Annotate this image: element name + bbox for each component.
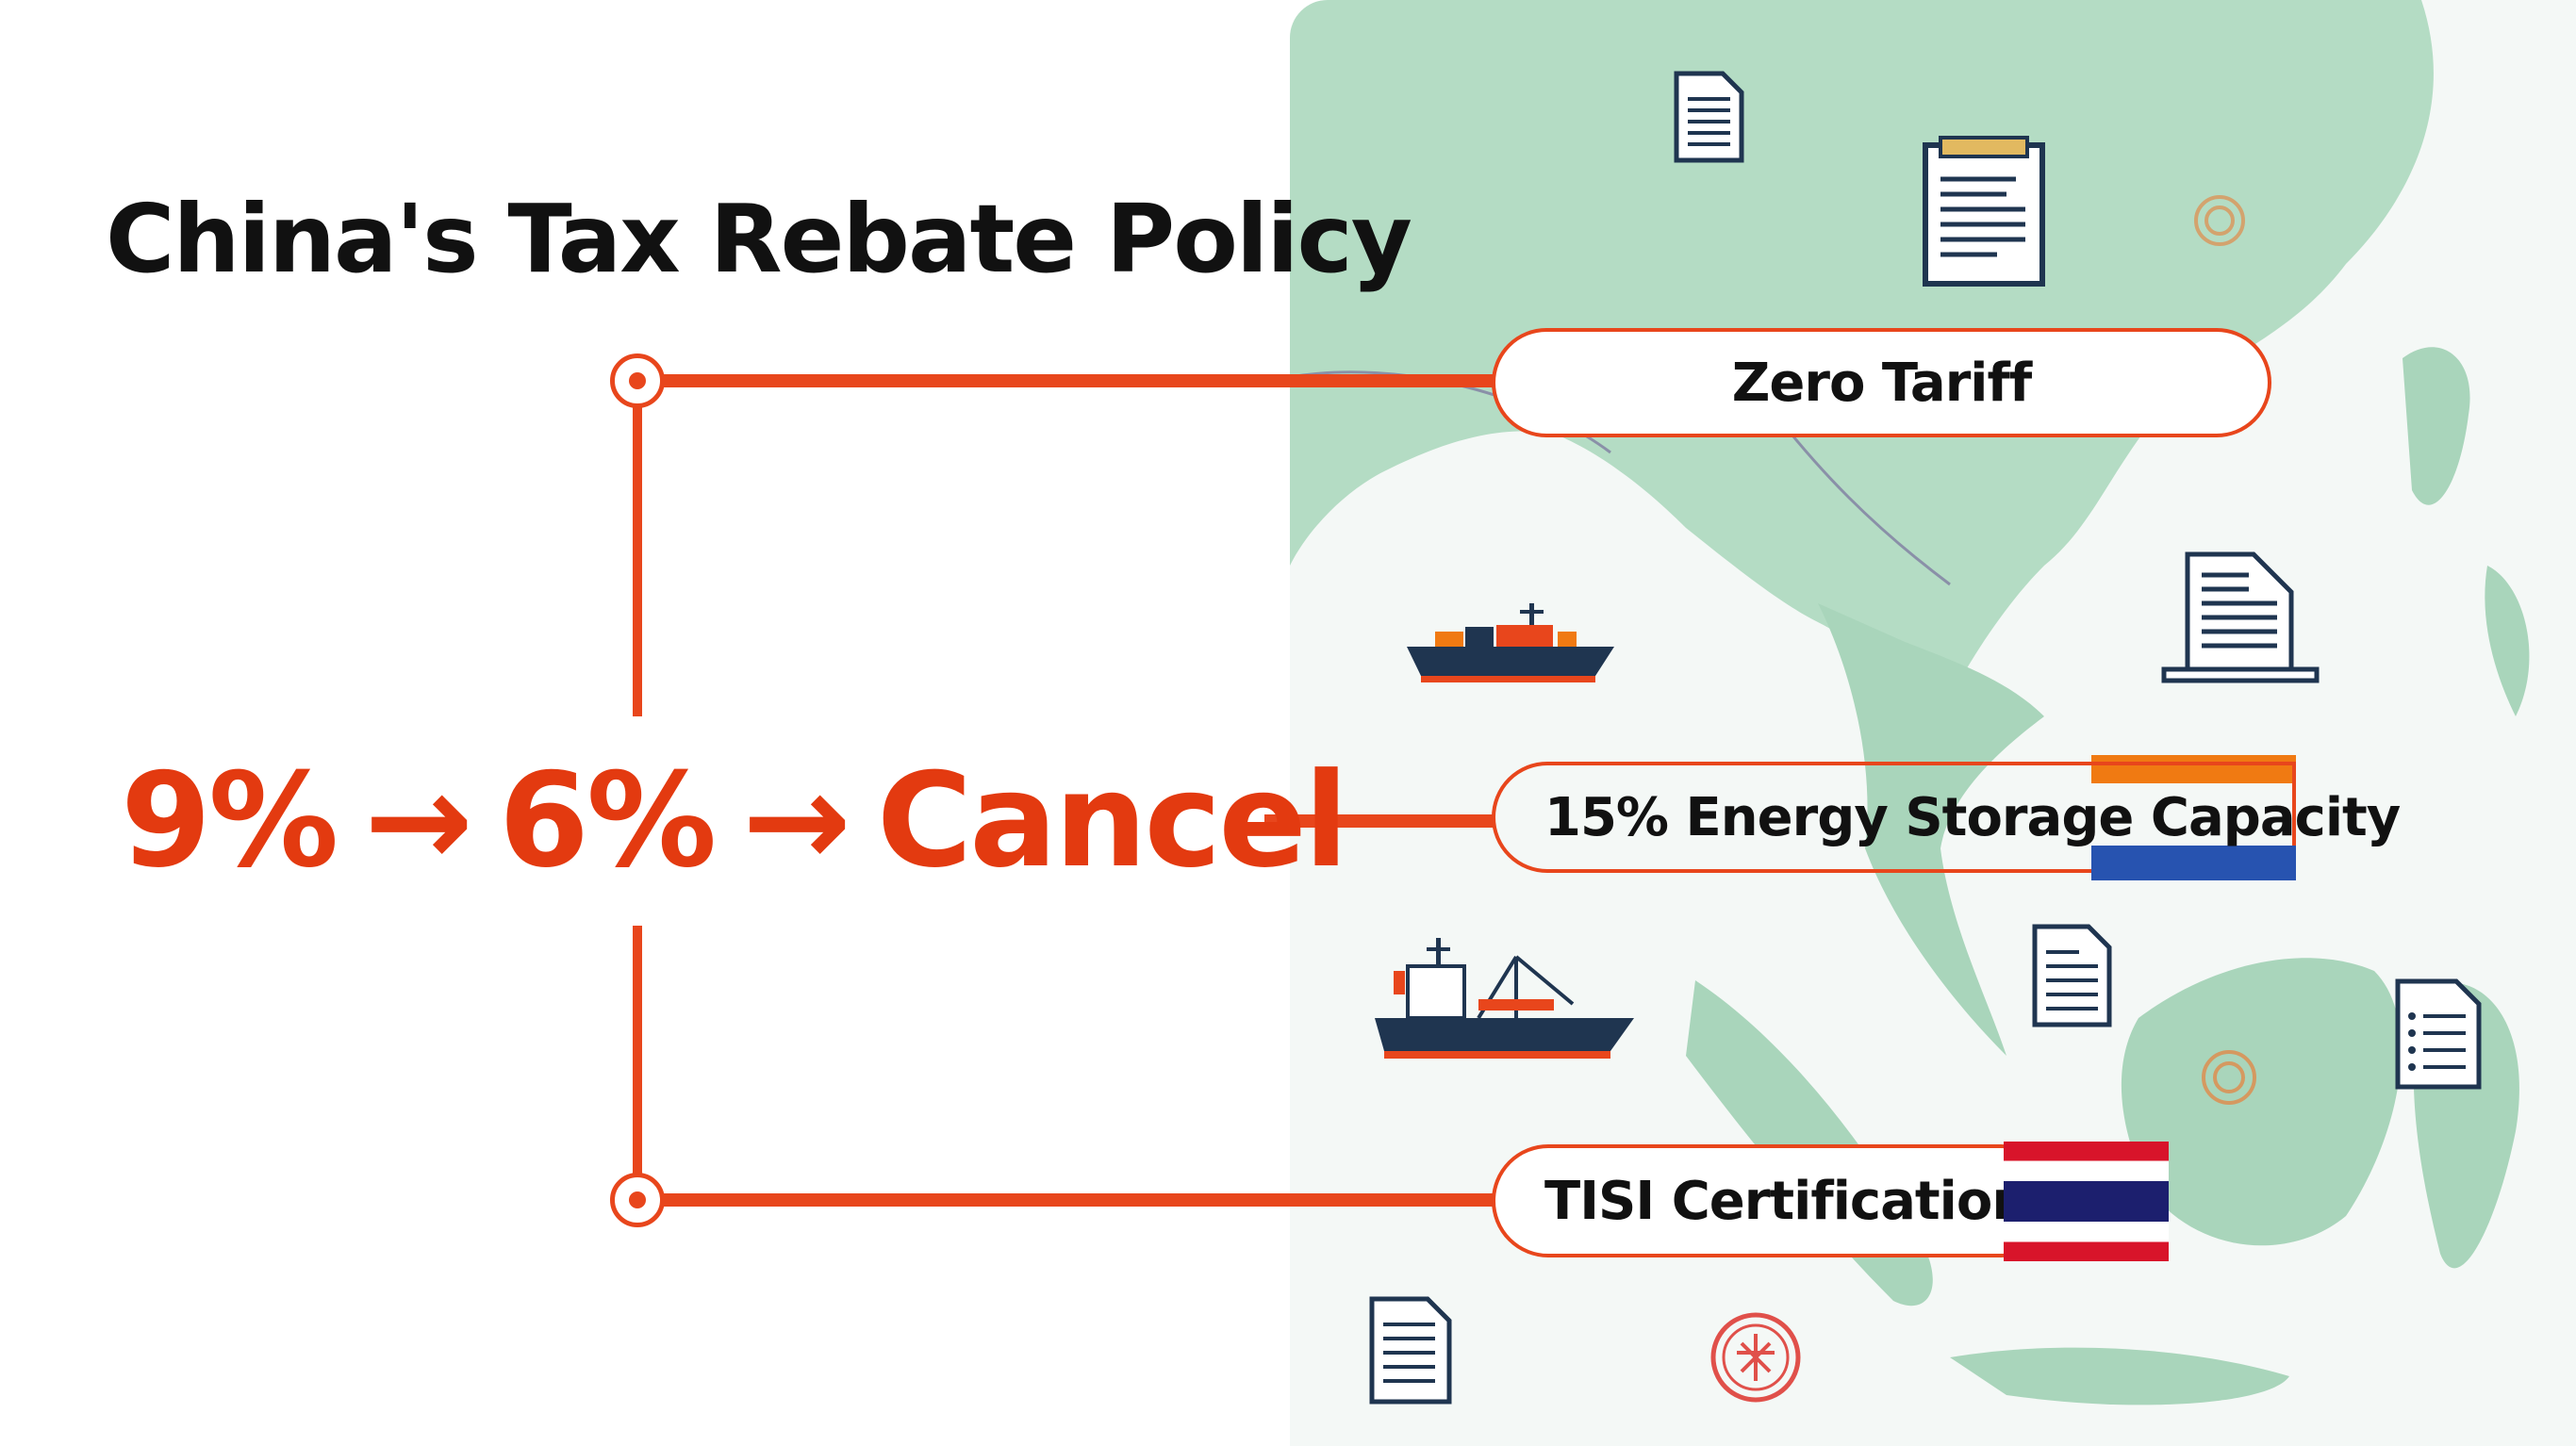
rate-9: 9% [121, 745, 339, 896]
document-icon [2032, 924, 2112, 1027]
cargo-ship-icon [1375, 938, 1634, 1059]
rebate-flow: 9% → 6% → Cancel [121, 745, 1348, 896]
pill-zero-tariff: Zero Tariff [1492, 328, 2271, 437]
official-seal-icon [2194, 195, 2245, 246]
cargo-ship-icon [1407, 603, 1614, 682]
clipboard-icon [1923, 136, 2045, 287]
rate-6: 6% [498, 745, 717, 896]
checklist-document-icon [2395, 978, 2482, 1090]
connector-bottom [637, 1193, 1495, 1207]
node-bottom [610, 1173, 665, 1227]
connector-vertical-lower [633, 926, 642, 1201]
document-icon [1369, 1296, 1452, 1405]
pill-energy-storage: 15% Energy Storage Capacity [1492, 762, 2401, 873]
pill-label: 15% Energy Storage Capacity [1544, 786, 2401, 848]
official-seal-icon [1710, 1312, 1801, 1403]
rate-cancel: Cancel [876, 745, 1348, 896]
pill-label: Zero Tariff [1731, 352, 2032, 414]
arrow-icon: → [742, 745, 851, 896]
arrow-icon: → [364, 745, 473, 896]
page-title: China's Tax Rebate Policy [106, 184, 1412, 294]
blue-flag-stripe [2091, 846, 2296, 880]
connector-top [637, 374, 1495, 387]
node-top [610, 353, 665, 408]
official-seal-icon [2202, 1050, 2256, 1105]
connector-vertical-upper [633, 381, 642, 716]
thailand-flag-icon [2004, 1142, 2169, 1261]
document-icon [1674, 71, 1744, 163]
documents-stack-icon [2161, 551, 2320, 683]
connector-middle [1264, 814, 1495, 828]
pill-label: TISI Certification [1544, 1170, 2029, 1232]
pill-tisi: TISI Certification [1492, 1144, 2057, 1257]
